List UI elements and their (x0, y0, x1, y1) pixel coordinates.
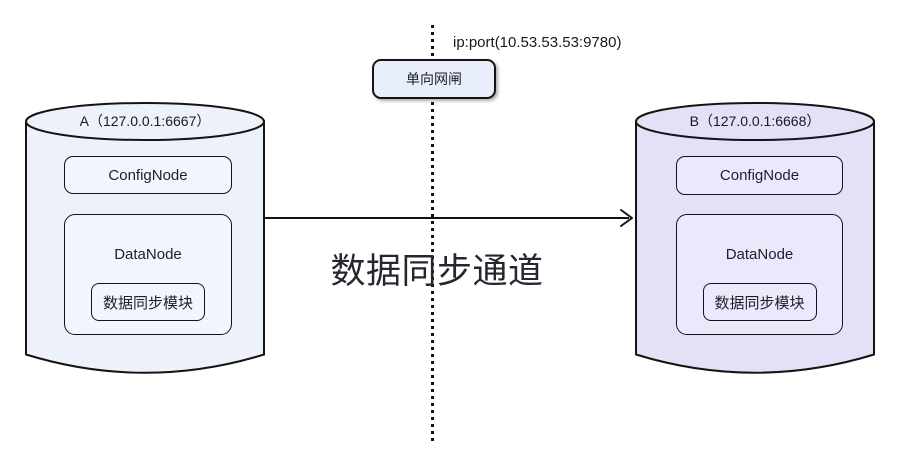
sync-channel-label: 数据同步通道 (330, 252, 544, 291)
node-a-confignode-box: ConfigNode (64, 156, 232, 194)
sync-channel-arrow (264, 209, 633, 227)
node-a-datanode-box: DataNode 数据同步模块 (64, 214, 232, 335)
node-a-sync-module-box: 数据同步模块 (91, 283, 205, 321)
node-a-cylinder-top (25, 102, 265, 141)
network-boundary-dotted-line (431, 25, 434, 443)
node-b-confignode-label: ConfigNode (719, 167, 800, 184)
gateway-box: 单向网闸 (372, 59, 496, 99)
sync-channel-arrow-head (620, 209, 633, 227)
gateway-ip-port-label: ip:port(10.53.53.53:9780) (453, 34, 622, 51)
node-b-title: B（127.0.0.1:6668） (689, 113, 821, 129)
node-b-sync-module-box: 数据同步模块 (702, 283, 817, 321)
gateway-label: 单向网闸 (406, 71, 462, 87)
node-b-cylinder-top (635, 102, 875, 141)
node-a-confignode-label: ConfigNode (108, 166, 188, 184)
node-b-datanode-label: DataNode (725, 246, 794, 263)
node-a-title: A（127.0.0.1:6667） (79, 113, 211, 129)
node-b-confignode-box: ConfigNode (676, 156, 843, 195)
node-b-datanode-box: DataNode 数据同步模块 (676, 214, 843, 335)
node-a-sync-module-label: 数据同步模块 (102, 294, 193, 312)
node-a-datanode-label: DataNode (114, 246, 182, 263)
node-b-sync-module-label: 数据同步模块 (714, 294, 805, 312)
